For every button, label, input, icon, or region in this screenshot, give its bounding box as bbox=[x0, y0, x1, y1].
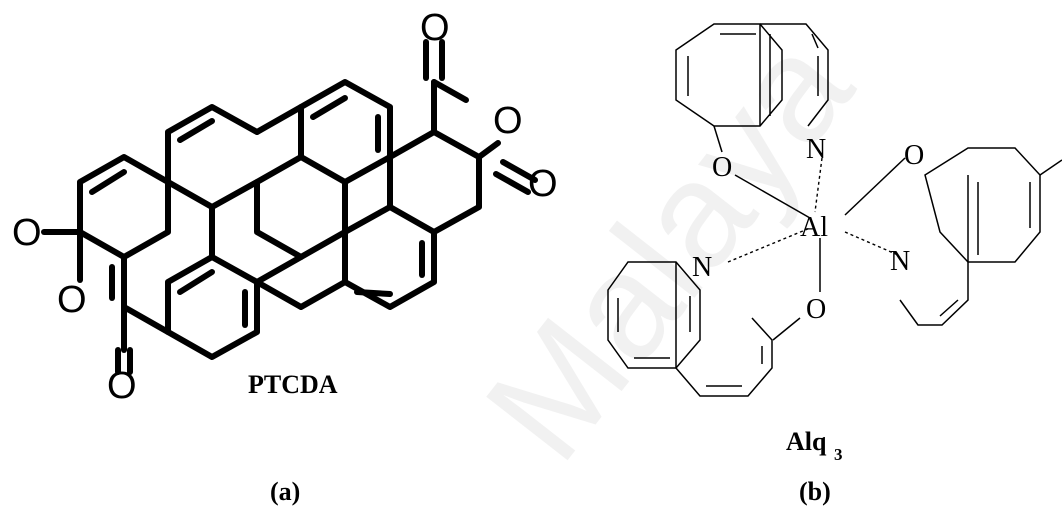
atom-aluminium: Al bbox=[800, 212, 828, 243]
atom-nitrogen: N bbox=[692, 252, 712, 283]
molecule-name-alq3: Alq 3 bbox=[786, 427, 843, 464]
atom-oxygen: O bbox=[528, 163, 558, 205]
atom-oxygen: O bbox=[904, 140, 924, 171]
atom-oxygen: O bbox=[12, 212, 42, 254]
ptcda-oxygen-atoms: O O O O O O bbox=[12, 7, 558, 407]
atom-nitrogen: N bbox=[806, 134, 826, 165]
ptcda-structure bbox=[41, 39, 538, 375]
alq3-atoms: Al N N N O O O bbox=[692, 134, 924, 325]
alq3-name-main: Alq bbox=[786, 427, 827, 456]
atom-nitrogen: N bbox=[890, 246, 910, 277]
molecule-name-ptcda: PTCDA bbox=[248, 370, 338, 399]
alq3-name-subscript: 3 bbox=[834, 445, 843, 464]
atom-oxygen: O bbox=[493, 100, 523, 142]
atom-oxygen: O bbox=[107, 365, 137, 407]
panel-label-b: (b) bbox=[799, 477, 831, 506]
atom-oxygen: O bbox=[57, 279, 87, 321]
panel-label-a: (a) bbox=[270, 477, 300, 506]
atom-oxygen: O bbox=[806, 294, 826, 325]
alq3-structure bbox=[607, 23, 1062, 397]
atom-oxygen: O bbox=[420, 7, 450, 49]
atom-oxygen: O bbox=[712, 152, 732, 183]
